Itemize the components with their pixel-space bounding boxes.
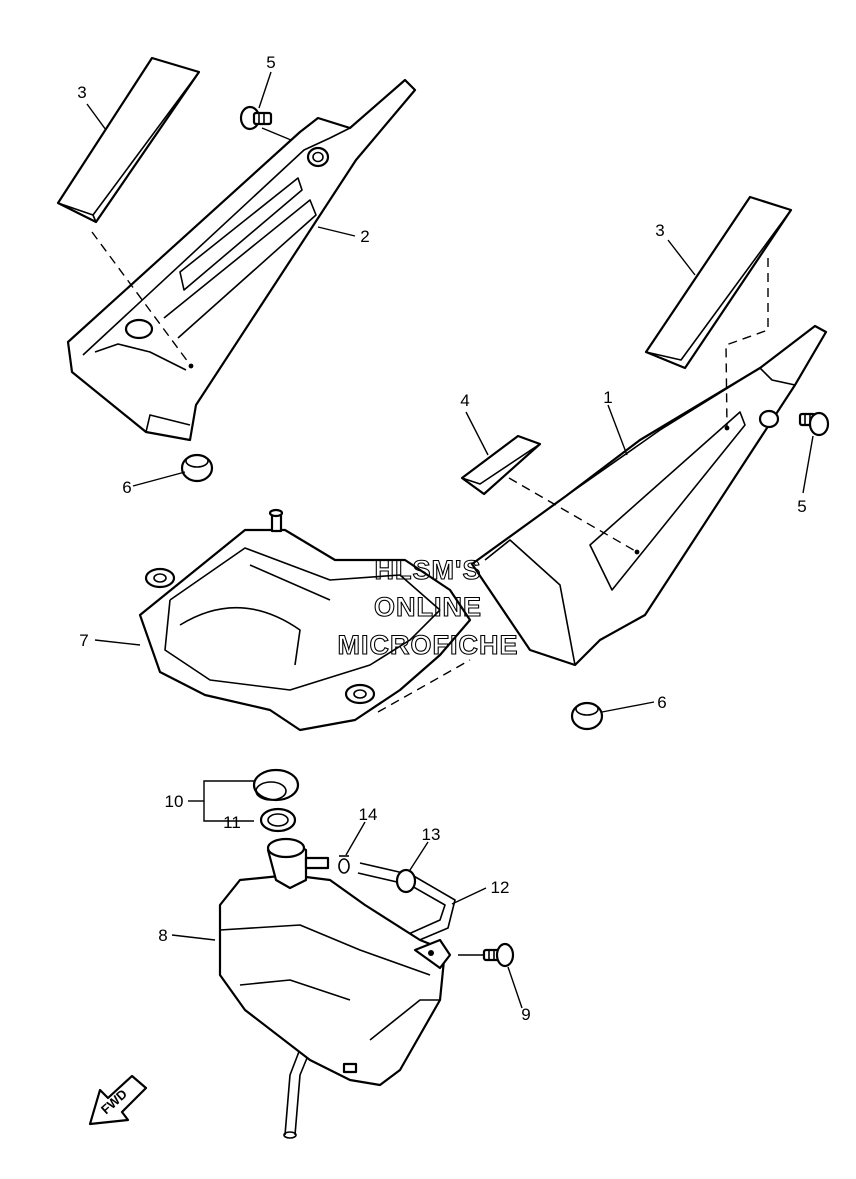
- damper-small: [460, 434, 542, 496]
- callout-8: 8: [158, 926, 167, 945]
- callout-2: 2: [360, 227, 369, 246]
- callout-4: 4: [460, 391, 469, 410]
- grommet-right: [570, 701, 604, 731]
- watermark-line-2: ONLINE: [374, 592, 482, 622]
- watermark-line-1: HLSM'S: [375, 555, 482, 585]
- callout-6-left: 6: [122, 478, 131, 497]
- grommet-left: [180, 453, 214, 483]
- callout-1: 1: [603, 388, 612, 407]
- callout-3-right: 3: [655, 221, 664, 240]
- bolt: [482, 942, 515, 968]
- callout-11: 11: [223, 813, 241, 832]
- clip: [338, 855, 350, 874]
- side-cover-left: [66, 78, 417, 442]
- callout-10: 10: [165, 792, 184, 811]
- callout-3-left: 3: [77, 83, 86, 102]
- hose-clamp: [395, 868, 417, 894]
- side-cover-right: [470, 324, 828, 667]
- callout-7: 7: [79, 631, 88, 650]
- reservoir-tank: [218, 837, 452, 1087]
- damper-block-right: [644, 195, 793, 370]
- watermark: HLSM'S ONLINE MICROFICHE: [337, 554, 519, 660]
- watermark-line-3: MICROFICHE: [338, 630, 519, 660]
- callout-13: 13: [422, 825, 441, 844]
- callout-6-right: 6: [657, 693, 666, 712]
- seal-set: [252, 768, 300, 833]
- damper-block-left: [56, 56, 201, 224]
- callout-5-right: 5: [797, 497, 806, 516]
- forward-direction-arrow: FWD: [88, 1074, 148, 1126]
- callout-5-left: 5: [266, 53, 275, 72]
- screw-left: [239, 105, 273, 131]
- screw-right: [798, 411, 830, 437]
- callout-14: 14: [359, 805, 378, 824]
- callout-labels: 3 5 2 6 3 4 1 5 6 7 8 9 10 11 12 13 14: [77, 53, 806, 1024]
- leader-lines: [86, 71, 814, 1009]
- assembly-lines: [91, 127, 769, 956]
- callout-12: 12: [491, 878, 510, 897]
- callout-9: 9: [521, 1005, 530, 1024]
- panel-cover: [138, 508, 472, 732]
